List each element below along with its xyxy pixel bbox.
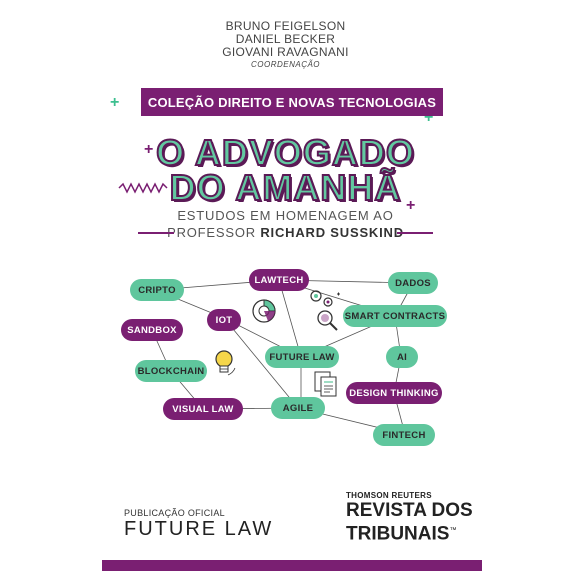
book-title-line-2: DO AMANHÃ <box>169 166 402 209</box>
concept-node-visual-law: VISUAL LAW <box>163 398 243 420</box>
collection-banner: COLEÇÃO DIREITO E NOVAS TECNOLOGIAS <box>141 88 443 116</box>
honoree-name: RICHARD SUSSKIND <box>260 225 404 240</box>
thomson-reuters-label: THOMSON REUTERS <box>346 491 432 500</box>
concept-node-cripto: CRIPTO <box>130 279 184 301</box>
concept-node-agile: AGILE <box>271 397 325 419</box>
plus-icon: + <box>110 94 120 111</box>
plus-icon: + <box>424 109 434 126</box>
subtitle-line-1: ESTUDOS EM HOMENAGEM AO <box>177 208 394 223</box>
concept-node-iot: IOT <box>207 309 241 331</box>
book-title-line-1: O ADVOGADO <box>155 131 415 174</box>
concept-node-blockchain: BLOCKCHAIN <box>135 360 207 382</box>
author-name: BRUNO FEIGELSON <box>225 19 346 33</box>
plus-icon: + <box>144 141 154 158</box>
publisher-logo-line-2: TRIBUNAIS™ <box>346 521 456 544</box>
future-law-logo: FUTURE LAW <box>124 518 274 540</box>
publisher-logo-line-1: REVISTA DOS <box>346 500 473 521</box>
concept-node-fintech: FINTECH <box>373 424 435 446</box>
subtitle-prefix: PROFESSOR <box>167 225 261 240</box>
wave-decoration-icon <box>118 182 168 194</box>
lightbulb-icon <box>215 350 236 376</box>
concept-node-lawtech: LAWTECH <box>249 269 309 291</box>
gears-magnifier-icon <box>310 290 340 331</box>
plus-icon: + <box>406 197 416 214</box>
concept-node-ai: AI <box>386 346 418 368</box>
pie-chart-icon <box>252 299 276 323</box>
author-name: GIOVANI RAVAGNANI <box>222 45 349 59</box>
concept-node-dados: DADOS <box>388 272 438 294</box>
author-name: DANIEL BECKER <box>235 32 336 46</box>
divider <box>397 232 433 234</box>
concept-node-smart-contracts: SMART CONTRACTS <box>343 305 447 327</box>
bottom-bar <box>102 560 482 571</box>
trademark-symbol: ™ <box>449 527 457 534</box>
publisher-name: TRIBUNAIS <box>346 523 450 545</box>
concept-node-future-law: FUTURE LAW <box>265 346 339 368</box>
authors-block: BRUNO FEIGELSON DANIEL BECKER GIOVANI RA… <box>0 19 571 70</box>
official-publication-label: PUBLICAÇÃO OFICIAL <box>124 508 225 518</box>
divider <box>138 232 174 234</box>
author-role: COORDENAÇÃO <box>250 60 321 69</box>
subtitle-line-2: PROFESSOR RICHARD SUSSKIND <box>0 225 571 240</box>
concept-node-sandbox: SANDBOX <box>121 319 183 341</box>
concept-node-design-thinking: DESIGN THINKING <box>346 382 442 404</box>
documents-icon <box>314 371 337 397</box>
